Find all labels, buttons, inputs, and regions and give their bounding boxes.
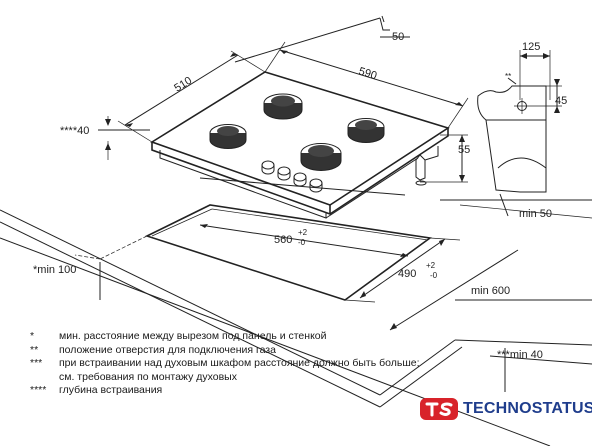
footnote-4: **** глубина встраивания xyxy=(30,384,430,398)
built-in-depth-mark: **** xyxy=(60,125,78,137)
cutout-width-tol-plus: +2 xyxy=(298,228,308,237)
burner-front-right xyxy=(300,143,342,171)
cutout-depth-tol-plus: +2 xyxy=(426,261,436,270)
brand-logo-icon xyxy=(420,398,458,420)
burner-front-left xyxy=(209,124,247,149)
dim-built-in-depth: ****40 xyxy=(60,116,150,160)
dim-back-clearance: min 50 xyxy=(440,193,592,220)
burner-back-left xyxy=(263,93,303,120)
gas-connection-detail: 125 ** 45 xyxy=(477,41,567,193)
brand-name: TECHNOSTATUS xyxy=(463,400,592,417)
svg-text:****40: ****40 xyxy=(60,125,89,137)
footnote-mark: *** xyxy=(30,357,43,369)
brand-logo: TECHNOSTATUS xyxy=(420,398,592,420)
control-knobs xyxy=(261,160,323,193)
built-in-depth-value: 40 xyxy=(77,125,89,137)
worktop xyxy=(0,177,592,446)
footnote-text: положение отверстия для подключения газа xyxy=(59,343,276,356)
footnote-1: * мин. расстояние между вырезом под пане… xyxy=(30,330,430,344)
front-clearance-value: min 600 xyxy=(471,285,510,297)
footnote-3: *** при встраивании над духовым шкафом р… xyxy=(30,357,430,384)
top-offset-value: 50 xyxy=(392,31,404,43)
burner-back-right xyxy=(347,118,385,143)
dim-cutout-width: 560 +2 -0 xyxy=(199,224,409,257)
gas-mark: ** xyxy=(505,72,511,81)
dim-front-clearance: min 600 xyxy=(389,249,592,331)
dim-top-offset: 50 xyxy=(234,15,410,63)
cutout-width-tol-minus: -0 xyxy=(298,238,306,247)
cutout-depth-value: 490 xyxy=(398,268,416,280)
footnotes: * мин. расстояние между вырезом под пане… xyxy=(30,330,430,398)
footnote-2: ** положение отверстия для подключения г… xyxy=(30,344,430,358)
gas-offset-x-value: 125 xyxy=(522,41,540,53)
height-value: 55 xyxy=(458,144,470,156)
dim-height: 55 xyxy=(420,134,470,183)
gas-offset-y-value: 45 xyxy=(555,95,567,107)
wall-clearance-value: *min 100 xyxy=(33,264,76,276)
footnote-text: при встраивании над духовым шкафом расст… xyxy=(59,357,420,383)
width-value: 590 xyxy=(357,65,378,82)
cutout-depth-tol-minus: -0 xyxy=(430,271,438,280)
hob xyxy=(150,71,450,219)
oven-clearance-value: ***min 40 xyxy=(497,349,543,361)
dim-wall-clearance: *min 100 xyxy=(33,235,148,300)
footnote-text: глубина встраивания xyxy=(59,384,163,396)
footnote-text: мин. расстояние между вырезом под панель… xyxy=(59,330,327,342)
dim-oven-clearance: ***min 40 xyxy=(489,348,592,392)
depth-value: 510 xyxy=(172,75,194,95)
back-clearance-value: min 50 xyxy=(519,208,552,220)
footnote-mark: ** xyxy=(30,343,39,356)
dim-cutout-depth: 490 +2 -0 xyxy=(344,237,461,303)
dim-width: 590 xyxy=(264,41,469,129)
cutout-width-value: 560 xyxy=(274,234,292,246)
footnote-mark: **** xyxy=(30,384,47,396)
footnote-mark: * xyxy=(30,330,35,342)
